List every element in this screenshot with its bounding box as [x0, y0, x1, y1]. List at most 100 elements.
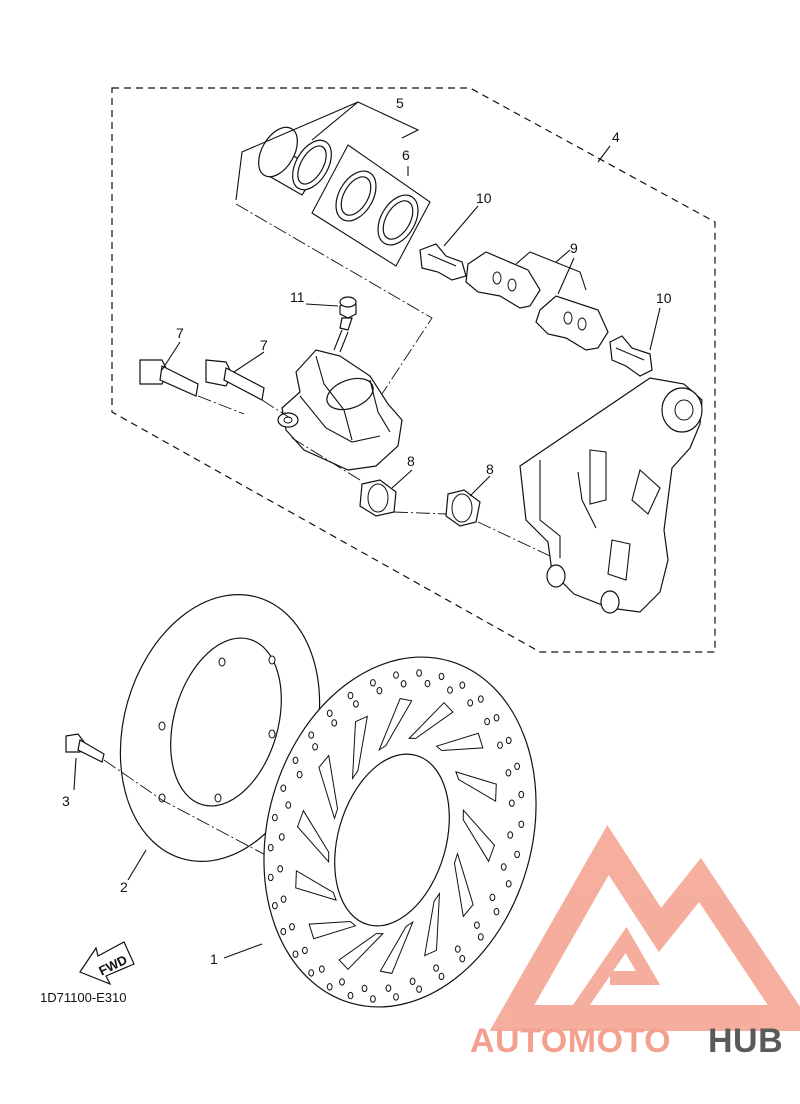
- disc-drill-hole: [370, 679, 376, 687]
- disc-drill-hole: [505, 736, 512, 745]
- disc-drill-hole: [454, 945, 461, 953]
- callout-7-left: 7: [176, 325, 184, 341]
- disc-drill-hole: [385, 984, 392, 992]
- brake-pad-rear: [535, 295, 609, 351]
- disc-drill-hole: [347, 691, 354, 700]
- bleed-screw: [333, 296, 357, 353]
- disc-drill-hole: [497, 741, 503, 749]
- slide-boot-left: [359, 479, 397, 517]
- disc-drill-hole: [459, 955, 466, 963]
- disc-drill-hole: [302, 946, 308, 955]
- callout-8-left: 8: [407, 453, 415, 469]
- disc-drill-hole: [508, 799, 515, 807]
- caliper-bracket: [519, 377, 703, 614]
- disc-drill-hole: [280, 927, 287, 936]
- slide-pin-right: [205, 359, 265, 401]
- callout-4: 4: [612, 129, 620, 145]
- diagram-code: 1D71100-E310: [40, 990, 127, 1005]
- forward-direction-arrow: FWD: [79, 941, 135, 986]
- disc-drill-hole: [376, 687, 383, 695]
- piston-seal-kit: [311, 144, 431, 267]
- callout-2: 2: [120, 879, 128, 895]
- piston: [258, 126, 332, 196]
- callout-1: 1: [210, 951, 218, 967]
- callout-7-right: 7: [260, 337, 268, 353]
- callout-6: 6: [402, 147, 410, 163]
- disc-drill-hole: [318, 965, 325, 973]
- disc-vent-slot: [455, 771, 497, 802]
- disc-vent-slot: [295, 870, 337, 901]
- callout-9: 9: [570, 240, 578, 256]
- brake-disc: [263, 656, 537, 1008]
- pad-spring-right: [609, 335, 653, 377]
- disc-drill-hole: [353, 700, 359, 708]
- disc-drill-hole: [267, 844, 274, 852]
- disc-vent-slot: [408, 701, 454, 739]
- watermark-text-part2: HUB: [708, 1022, 783, 1060]
- brake-pad-front: [465, 251, 541, 309]
- disc-mount-plate: [119, 594, 321, 862]
- disc-drill-hole: [447, 686, 453, 694]
- disc-drill-hole: [493, 714, 500, 722]
- disc-drill-hole: [289, 923, 295, 931]
- disc-drill-hole: [514, 762, 520, 770]
- disc-drill-hole: [467, 699, 474, 707]
- watermark-text-part1: AUTOMOTO: [470, 1022, 671, 1060]
- disc-drill-hole: [370, 995, 376, 1003]
- disc-drill-hole: [493, 908, 500, 916]
- slide-boot-right: [445, 489, 481, 527]
- pad-spring-left: [419, 243, 467, 281]
- disc-vent-slot: [453, 851, 474, 918]
- disc-drill-hole: [267, 873, 274, 882]
- slide-pin-left: [139, 359, 199, 397]
- callout-3: 3: [62, 793, 70, 809]
- disc-drill-hole: [308, 731, 315, 739]
- disc-drill-hole: [507, 831, 514, 839]
- disc-drill-hole: [518, 820, 525, 828]
- disc-drill-hole: [347, 991, 354, 1000]
- disc-drill-hole: [505, 880, 512, 888]
- disc-vent-slot: [351, 715, 369, 781]
- disc-drill-hole: [459, 681, 466, 689]
- disc-drill-hole: [393, 993, 399, 1001]
- disc-drill-hole: [424, 679, 431, 688]
- disc-drill-hole: [272, 902, 278, 910]
- disc-bolt: [65, 733, 105, 763]
- disc-drill-hole: [438, 972, 445, 981]
- disc-drill-hole: [518, 790, 525, 799]
- disc-drill-hole: [505, 769, 512, 777]
- disc-drill-hole: [308, 969, 315, 977]
- disc-drill-hole: [393, 671, 399, 679]
- disc-drill-hole: [278, 833, 285, 841]
- disc-drill-hole: [416, 985, 423, 993]
- disc-drill-hole: [339, 978, 345, 986]
- watermark-logo: [489, 825, 800, 1031]
- caliper-assembly-boundary: [111, 87, 716, 653]
- disc-drill-hole: [296, 770, 303, 779]
- disc-drill-hole: [331, 719, 338, 727]
- disc-drill-hole: [326, 983, 333, 991]
- disc-drill-hole: [477, 695, 484, 703]
- disc-vent-slot: [423, 891, 441, 957]
- disc-drill-hole: [477, 933, 484, 941]
- disc-vent-slot: [378, 698, 413, 752]
- callout-10-bottom: 10: [656, 290, 672, 306]
- disc-drill-hole: [285, 801, 292, 809]
- disc-drill-hole: [484, 717, 491, 726]
- caliper-body: [277, 349, 403, 471]
- disc-vent-slot: [338, 933, 384, 971]
- disc-drill-hole: [400, 680, 407, 688]
- disc-drill-hole: [312, 743, 319, 751]
- disc-drill-hole: [272, 813, 278, 822]
- disc-drill-hole: [474, 921, 480, 929]
- disc-drill-hole: [500, 863, 507, 871]
- callout-10-top: 10: [476, 190, 492, 206]
- disc-drill-hole: [292, 756, 299, 764]
- disc-drill-hole: [438, 672, 445, 681]
- disc-vent-slot: [462, 808, 496, 863]
- disc-drill-hole: [489, 893, 496, 902]
- disc-vent-slot: [435, 732, 484, 752]
- disc-drill-hole: [416, 669, 423, 677]
- disc-vent-slot: [308, 920, 357, 940]
